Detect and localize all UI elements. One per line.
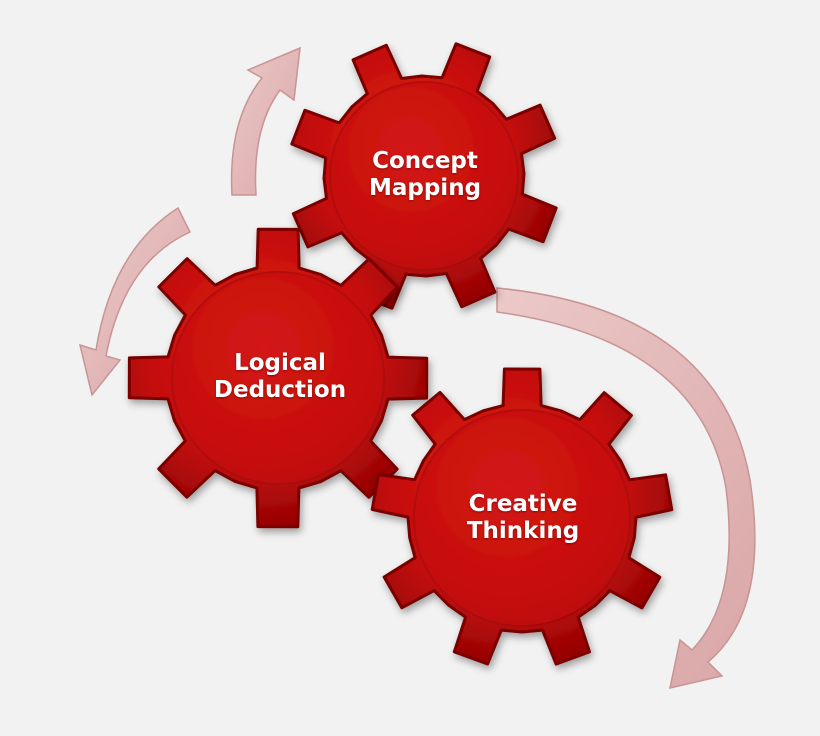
arrow-left (78, 206, 192, 397)
gear-label-line: Concept (372, 148, 478, 174)
gear-label-line: Logical (234, 350, 326, 376)
gear-label-line: Creative (468, 491, 578, 517)
gear-label-line: Mapping (368, 175, 482, 201)
gear-hub (413, 409, 631, 627)
gear-concept-mapping (290, 42, 558, 310)
gear-logical-deduction (127, 227, 429, 529)
gear-label-line: Thinking (466, 518, 580, 544)
gear-creative-thinking (370, 367, 674, 666)
gear-label-creative-thinking: Creative Thinking (423, 491, 623, 545)
gear-hub (171, 271, 385, 485)
gears-group (127, 42, 674, 666)
gear-label-line: Deduction (213, 377, 347, 403)
arrow-top (230, 46, 301, 196)
gear-label-concept-mapping: Concept Mapping (325, 148, 525, 202)
cycle-arrows (78, 46, 756, 689)
arrow-right (496, 287, 756, 689)
gear-hub (329, 81, 519, 271)
gear-label-logical-deduction: Logical Deduction (180, 350, 380, 404)
